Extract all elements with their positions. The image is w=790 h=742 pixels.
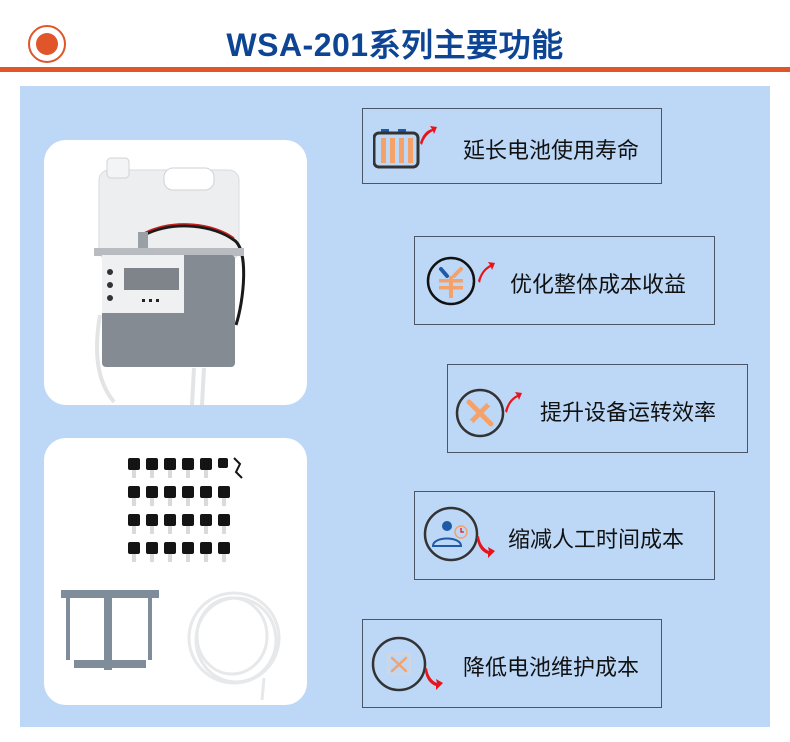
yuan-icon [425,255,505,311]
product-photo-accessories [44,438,307,705]
feature-card: 提升设备运转效率 [447,364,748,453]
feature-card: 优化整体成本收益 [414,236,715,325]
product-photo-main-unit [44,140,307,405]
accessories-illustration [61,457,281,701]
header-bullet-icon [28,25,66,63]
feature-card: 降低电池维护成本 [362,619,662,708]
title-divider [0,67,790,72]
arrow-up-icon [505,392,522,413]
arrow-up-icon [420,126,437,145]
arrow-up-icon [478,262,495,283]
feature-label: 降低电池维护成本 [463,656,640,681]
page-title: WSA-201系列主要功能 [226,27,564,63]
feature-card: 缩减人工时间成本 [414,491,715,580]
features-panel: 延长电池使用寿命 优化整体成本收益 [20,86,770,727]
feature-label: 优化整体成本收益 [510,273,687,298]
feature-card: 延长电池使用寿命 [362,108,662,184]
feature-label: 缩减人工时间成本 [508,528,685,553]
feature-label: 提升设备运转效率 [540,401,717,426]
main-unit-illustration [94,157,246,405]
battery-icon [372,125,437,175]
arrow-down-icon [425,668,443,690]
feature-label: 延长电池使用寿命 [463,139,640,164]
battery-tools-icon [371,634,455,704]
arrow-down-icon [477,536,495,558]
tools-icon [454,383,534,443]
user-clock-icon [421,504,505,574]
